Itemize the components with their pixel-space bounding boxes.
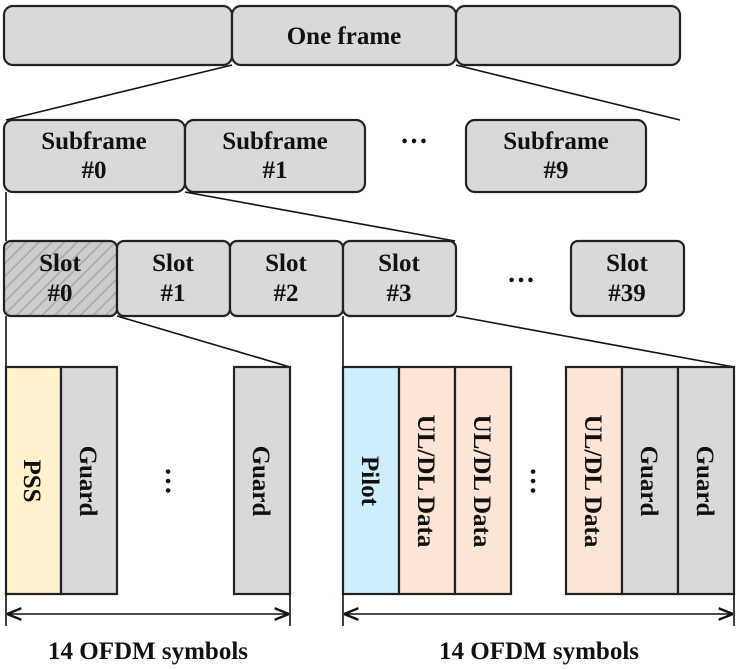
subframe-row: Subframe #0 Subframe #1 … Subframe #9 (2, 118, 648, 194)
symbol-guard-right-2-label: Guard (691, 446, 718, 517)
left-span-label: 14 OFDM symbols (48, 638, 248, 665)
slot-39: Slot #39 (569, 239, 686, 318)
symbol-data-2: UL/DL Data (453, 365, 513, 596)
left-symbol-group: PSS Guard … Guard (4, 365, 292, 596)
symbol-guard-left-1: Guard (59, 365, 119, 596)
symbol-pilot: Pilot (341, 365, 401, 596)
symbol-guard-right-2: Guard (676, 365, 736, 596)
symbol-guard-left-2-label: Guard (247, 446, 274, 517)
connector-slot0-right (116, 315, 291, 368)
symbol-data-3-label: UL/DL Data (579, 415, 606, 548)
frame-segment-right (454, 4, 682, 67)
subframe-1-line1: Subframe (222, 128, 328, 155)
slot-39-line2: #39 (608, 280, 646, 307)
symbol-guard-right-1-label: Guard (635, 446, 662, 517)
frame-label: One frame (287, 23, 402, 50)
symbol-data-2-label: UL/DL Data (468, 415, 495, 548)
left-span-indicator: 14 OFDM symbols (5, 594, 291, 665)
symbol-guard-right-1: Guard (620, 365, 680, 596)
slot-2: Slot #2 (228, 239, 345, 318)
connector-slot3-right (455, 315, 735, 368)
subframe-0: Subframe #0 (2, 118, 187, 194)
symbol-data-1-label: UL/DL Data (412, 415, 439, 548)
symbol-data-1: UL/DL Data (397, 365, 457, 596)
slot-39-line1: Slot (606, 250, 648, 277)
connector-frame-right (455, 64, 681, 121)
subframe-1-line2: #1 (263, 157, 288, 184)
right-span-label: 14 OFDM symbols (439, 638, 639, 665)
subframe-9: Subframe #9 (464, 118, 648, 194)
subframe-9-line1: Subframe (503, 128, 609, 155)
subframe-0-line2: #0 (82, 157, 107, 184)
slot-3: Slot #3 (341, 239, 458, 318)
subframe-ellipsis: … (400, 119, 428, 150)
subframe-1: Subframe #1 (183, 118, 367, 194)
right-span-indicator: 14 OFDM symbols (342, 594, 735, 665)
slot-1-line1: Slot (152, 250, 194, 277)
connector-subframe-right (184, 191, 456, 242)
symbol-guard-left-2: Guard (232, 365, 292, 596)
symbol-pss-label: PSS (18, 459, 45, 502)
frame-segment-left (2, 4, 234, 67)
symbol-data-3: UL/DL Data (564, 365, 624, 596)
subframe-9-line2: #9 (544, 157, 569, 184)
slot-2-line2: #2 (274, 280, 299, 307)
slot-row: Slot #0 Slot #1 Slot #2 Slot #3 … Slot #… (2, 239, 686, 318)
left-symbol-ellipsis: … (159, 467, 190, 495)
slot-2-line1: Slot (265, 250, 307, 277)
slot-1-line2: #1 (161, 280, 186, 307)
slot-0-line2: #0 (48, 280, 73, 307)
subframe-0-line1: Subframe (41, 128, 147, 155)
right-symbol-ellipsis: … (524, 467, 555, 495)
slot-3-line2: #3 (387, 280, 412, 307)
slot-0: Slot #0 (2, 239, 119, 318)
symbol-pss: PSS (4, 365, 63, 596)
slot-0-line1: Slot (39, 250, 81, 277)
slot-1: Slot #1 (115, 239, 232, 318)
symbol-pilot-label: Pilot (356, 456, 383, 507)
right-symbol-group: Pilot UL/DL Data UL/DL Data … UL/DL Data… (341, 365, 736, 596)
frame-row: One frame (2, 4, 682, 67)
symbol-guard-left-1-label: Guard (74, 446, 101, 517)
slot-3-line1: Slot (378, 250, 420, 277)
slot-ellipsis: … (507, 258, 535, 289)
connector-frame-left (5, 64, 233, 121)
